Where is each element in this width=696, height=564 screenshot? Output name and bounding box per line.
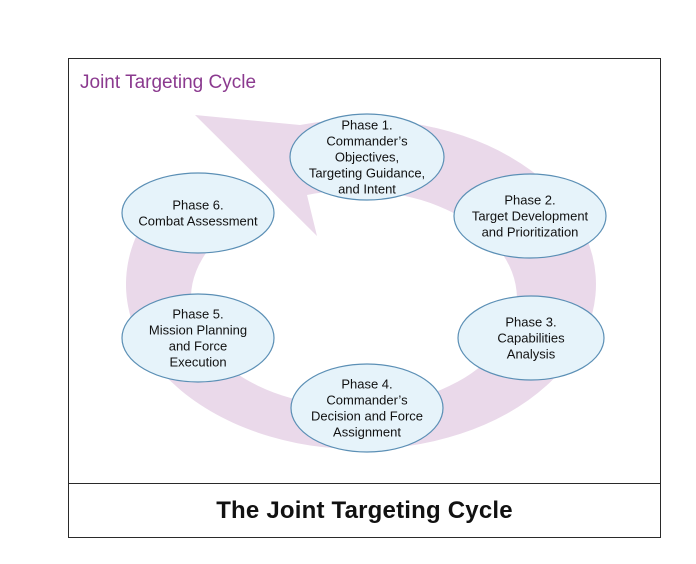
phase-6-label-line: Combat Assessment (138, 214, 258, 229)
phase-1-label-line: Commander’s (326, 134, 408, 149)
phase-3-label-line: Phase 3. (505, 315, 556, 330)
phase-2-label-line: Target Development (472, 209, 589, 224)
phase-2-ellipse (453, 173, 607, 259)
phase-4-label-line: Decision and Force (311, 409, 423, 424)
phase-4-label-line: Commander’s (326, 393, 408, 408)
phase-3-label-line: Capabilities (497, 331, 565, 346)
phase-4-ellipse (290, 363, 444, 453)
phase-2-label-line: Phase 2. (504, 193, 555, 208)
phase-5-label-line: Execution (169, 355, 226, 370)
phase-1-label-line: Phase 1. (341, 118, 392, 133)
phase-2-label-line: and Prioritization (482, 225, 579, 240)
phase-1-label-line: Objectives, (335, 150, 399, 165)
phase-6-ellipse (121, 172, 275, 254)
phase-6-label-line: Phase 6. (172, 198, 223, 213)
phase-5-ellipse (121, 293, 275, 383)
phase-4-label-line: Phase 4. (341, 377, 392, 392)
phase-3-label-line: Analysis (507, 347, 556, 362)
phase-1-node: Phase 1.Commander’sObjectives,Targeting … (289, 113, 445, 201)
phase-5-label-line: Phase 5. (172, 307, 223, 322)
diagram-caption: The Joint Targeting Cycle (216, 496, 513, 524)
phase-5-label-line: Mission Planning (149, 323, 247, 338)
phase-1-label-line: Targeting Guidance, (309, 166, 425, 181)
phase-6-node: Phase 6.Combat Assessment (121, 172, 275, 254)
phase-1-ellipse (289, 113, 445, 201)
caption-box: The Joint Targeting Cycle (68, 483, 661, 538)
phase-3-ellipse (457, 295, 605, 381)
phase-5-label-line: and Force (169, 339, 228, 354)
phase-4-label-line: Assignment (333, 425, 401, 440)
phase-1-label-line: and Intent (338, 182, 396, 197)
diagram-title: Joint Targeting Cycle (80, 72, 256, 93)
